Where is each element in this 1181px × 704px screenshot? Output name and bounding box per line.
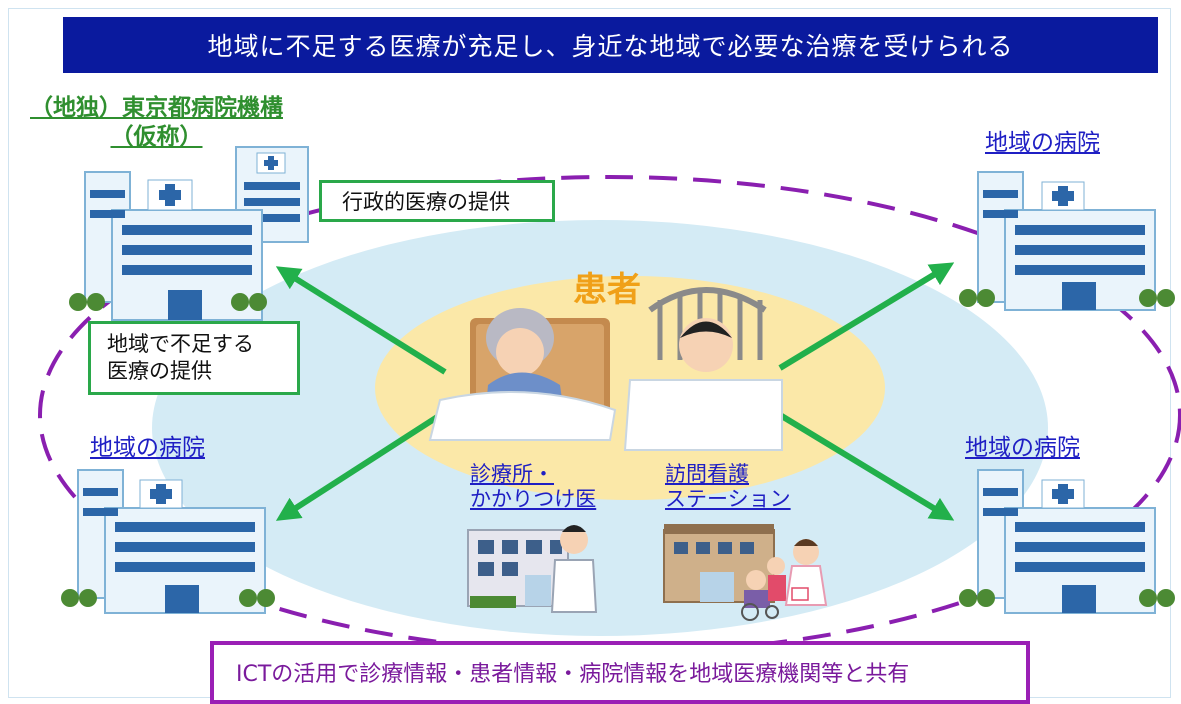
arrow-to-left-hospital <box>275 409 447 521</box>
admin-care-box: 行政的医療の提供 <box>319 180 555 222</box>
arrow-to-bottom-right-hospital <box>778 412 955 521</box>
nurse-icon <box>784 539 828 606</box>
shortage-care-line2: 医療の提供 <box>107 359 212 384</box>
clinic-label[interactable]: 診療所・ かかりつけ医 <box>470 462 596 512</box>
metro-org-title-line1: （地独）東京都病院機構 <box>30 95 283 121</box>
patient-label: 患者 <box>573 270 641 310</box>
clinic-building-icon <box>663 524 775 603</box>
nursing-label-line1: 訪問看護 <box>665 462 749 486</box>
hospital-icon <box>959 469 1175 614</box>
arrow-to-metro-hospital <box>275 266 447 375</box>
hospital-label-top-right[interactable]: 地域の病院 <box>985 130 1100 156</box>
bed-patient-icon <box>623 287 783 451</box>
elderly-patient-icon <box>428 308 617 441</box>
hospital-label-mid-right[interactable]: 地域の病院 <box>965 435 1080 461</box>
clinic-building-icon <box>467 529 569 608</box>
shortage-care-line1: 地域で不足する <box>107 332 254 356</box>
shortage-care-box: 地域で不足する 医療の提供 <box>88 321 300 395</box>
metro-org-title-line2: （仮称） <box>110 123 203 150</box>
nursing-label-line2: ステーション <box>665 487 791 512</box>
hospital-icon <box>959 171 1175 311</box>
hospital-icon <box>69 146 309 321</box>
ict-sharing-box: ICTの活用で診療情報・患者情報・病院情報を地域医療機関等と共有 <box>210 641 1030 704</box>
hospital-label-mid-left[interactable]: 地域の病院 <box>90 435 205 461</box>
metro-org-title: （地独）東京都病院機構 （仮称） <box>30 94 283 152</box>
nursing-station-label[interactable]: 訪問看護 ステーション <box>665 462 791 512</box>
arrow-to-top-right-hospital <box>778 262 955 371</box>
elderly-patient-icon <box>741 557 786 621</box>
hospital-icon <box>61 469 275 614</box>
clinic-label-line2: かかりつけ医 <box>470 487 597 512</box>
doctor-icon <box>550 525 598 613</box>
clinic-label-line1: 診療所・ <box>470 462 554 486</box>
banner-title: 地域に不足する医療が充足し、身近な地域で必要な治療を受けられる <box>63 17 1158 73</box>
